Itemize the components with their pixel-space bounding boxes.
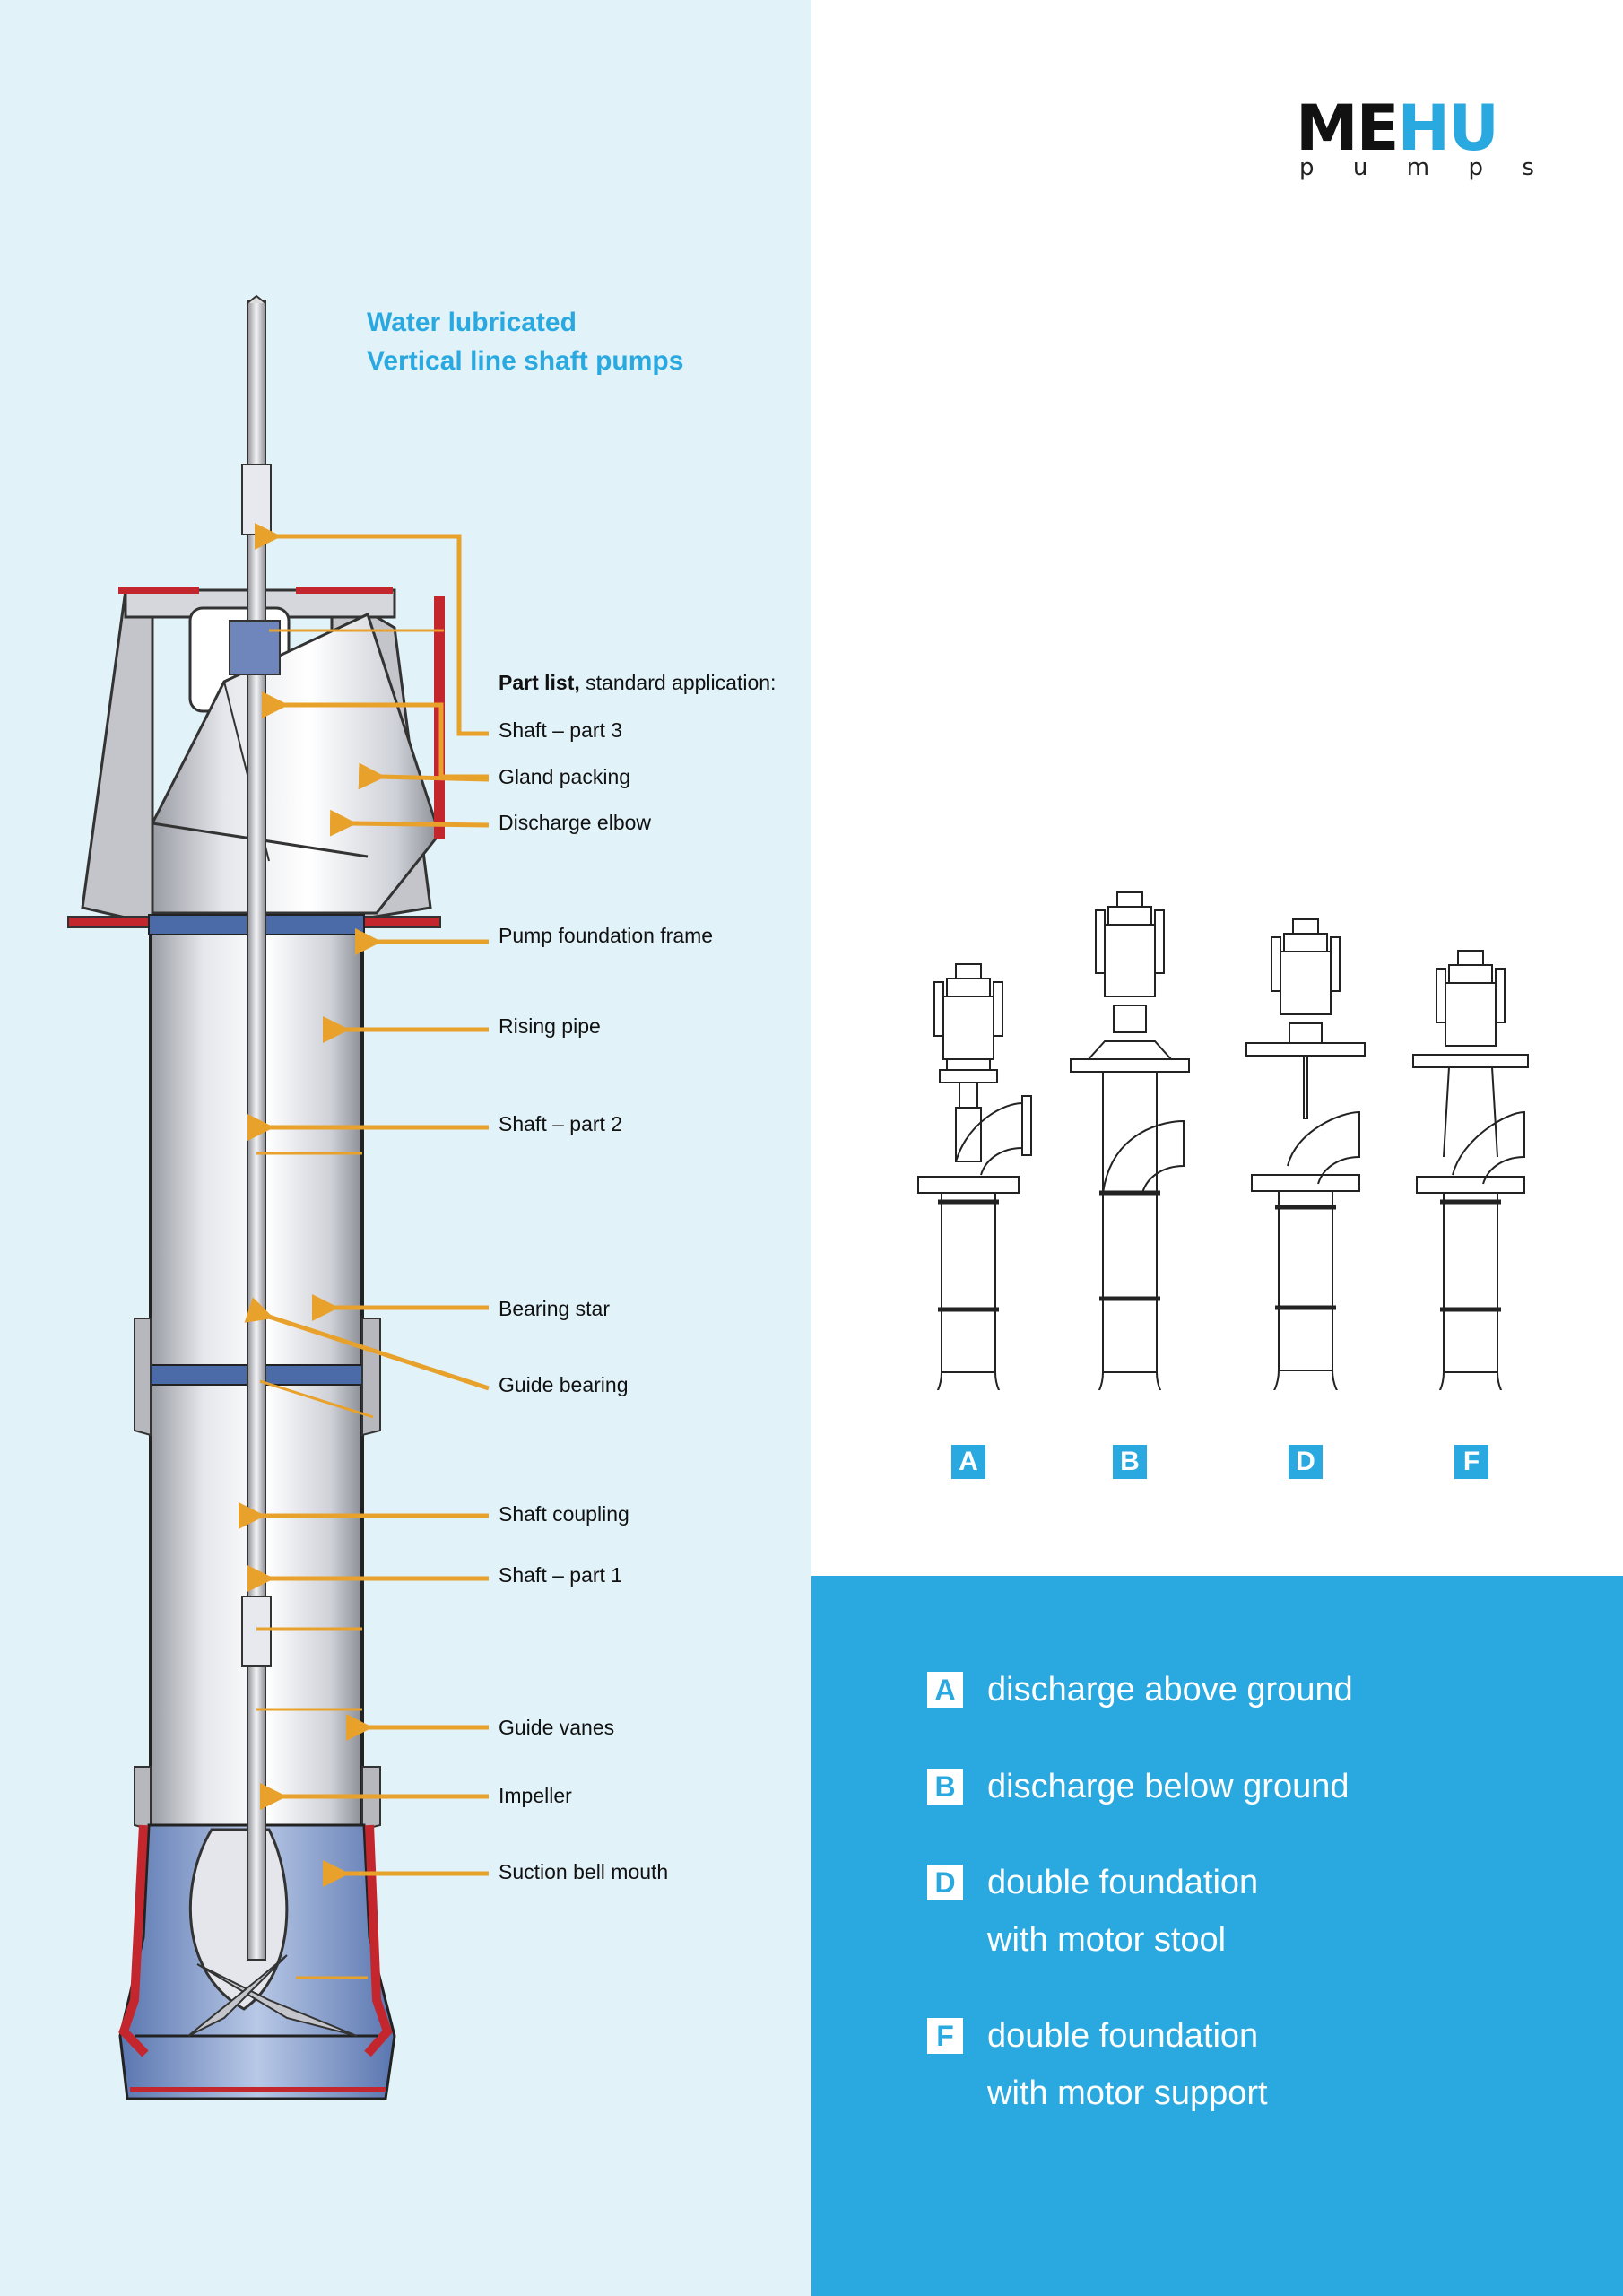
part-label-shaft-coupling: Shaft coupling bbox=[499, 1502, 629, 1526]
right-panel bbox=[812, 0, 1623, 1576]
variant-badge-f: F bbox=[1454, 1445, 1488, 1479]
part-label-shaft-part-1: Shaft – part 1 bbox=[499, 1563, 623, 1587]
part-label-discharge-elbow: Discharge elbow bbox=[499, 811, 652, 834]
variant-b-drawing bbox=[1070, 891, 1190, 1390]
variant-f-drawing bbox=[1412, 950, 1529, 1390]
legend-key-b: B bbox=[927, 1769, 963, 1805]
part-label-bearing-star: Bearing star bbox=[499, 1297, 611, 1320]
legend-text-b: discharge below ground bbox=[987, 1768, 1350, 1805]
variant-a-drawing bbox=[917, 963, 1032, 1390]
part-label-shaft-part-3: Shaft – part 3 bbox=[499, 718, 623, 742]
part-label-impeller: Impeller bbox=[499, 1784, 572, 1807]
variant-badge-a: A bbox=[951, 1445, 985, 1479]
logo-subtitle: p u m p s bbox=[1299, 154, 1534, 181]
part-label-gland-packing: Gland packing bbox=[499, 765, 631, 788]
variant-d-drawing bbox=[1245, 918, 1366, 1390]
variant-badge-b: B bbox=[1113, 1445, 1147, 1479]
mehu-pumps-logo: MEHU p u m p s bbox=[1296, 91, 1538, 181]
pump-variant-drawings bbox=[917, 891, 1529, 1390]
legend-key-a: A bbox=[927, 1672, 963, 1708]
head-housing bbox=[81, 588, 154, 926]
part-label-rising-pipe: Rising pipe bbox=[499, 1014, 601, 1038]
part-label-guide-bearing: Guide bearing bbox=[499, 1373, 629, 1396]
logo-wordmark: MEHU bbox=[1296, 91, 1499, 165]
legend-text-d: double foundation with motor stool bbox=[987, 1864, 1259, 1959]
part-label-pump-foundation-frame: Pump foundation frame bbox=[499, 924, 714, 947]
part-list-header: Part list, standard application: bbox=[499, 671, 777, 694]
page-title: Water lubricated Vertical line shaft pum… bbox=[367, 303, 683, 380]
title-line-1: Water lubricated bbox=[367, 308, 577, 337]
part-label-suction-bell-mouth: Suction bell mouth bbox=[499, 1860, 669, 1883]
variant-badge-d: D bbox=[1289, 1445, 1323, 1479]
part-label-guide-vanes: Guide vanes bbox=[499, 1716, 615, 1739]
title-line-2: Vertical line shaft pumps bbox=[367, 346, 684, 376]
part-label-shaft-part-2: Shaft – part 2 bbox=[499, 1112, 623, 1135]
pump-cross-section-illustration bbox=[67, 294, 490, 2100]
legend-key-d: D bbox=[927, 1865, 963, 1900]
legend-text-f: double foundation with motor support bbox=[987, 2017, 1268, 2112]
legend-text-a: discharge above ground bbox=[987, 1671, 1353, 1709]
legend-key-f: F bbox=[927, 2018, 963, 2054]
